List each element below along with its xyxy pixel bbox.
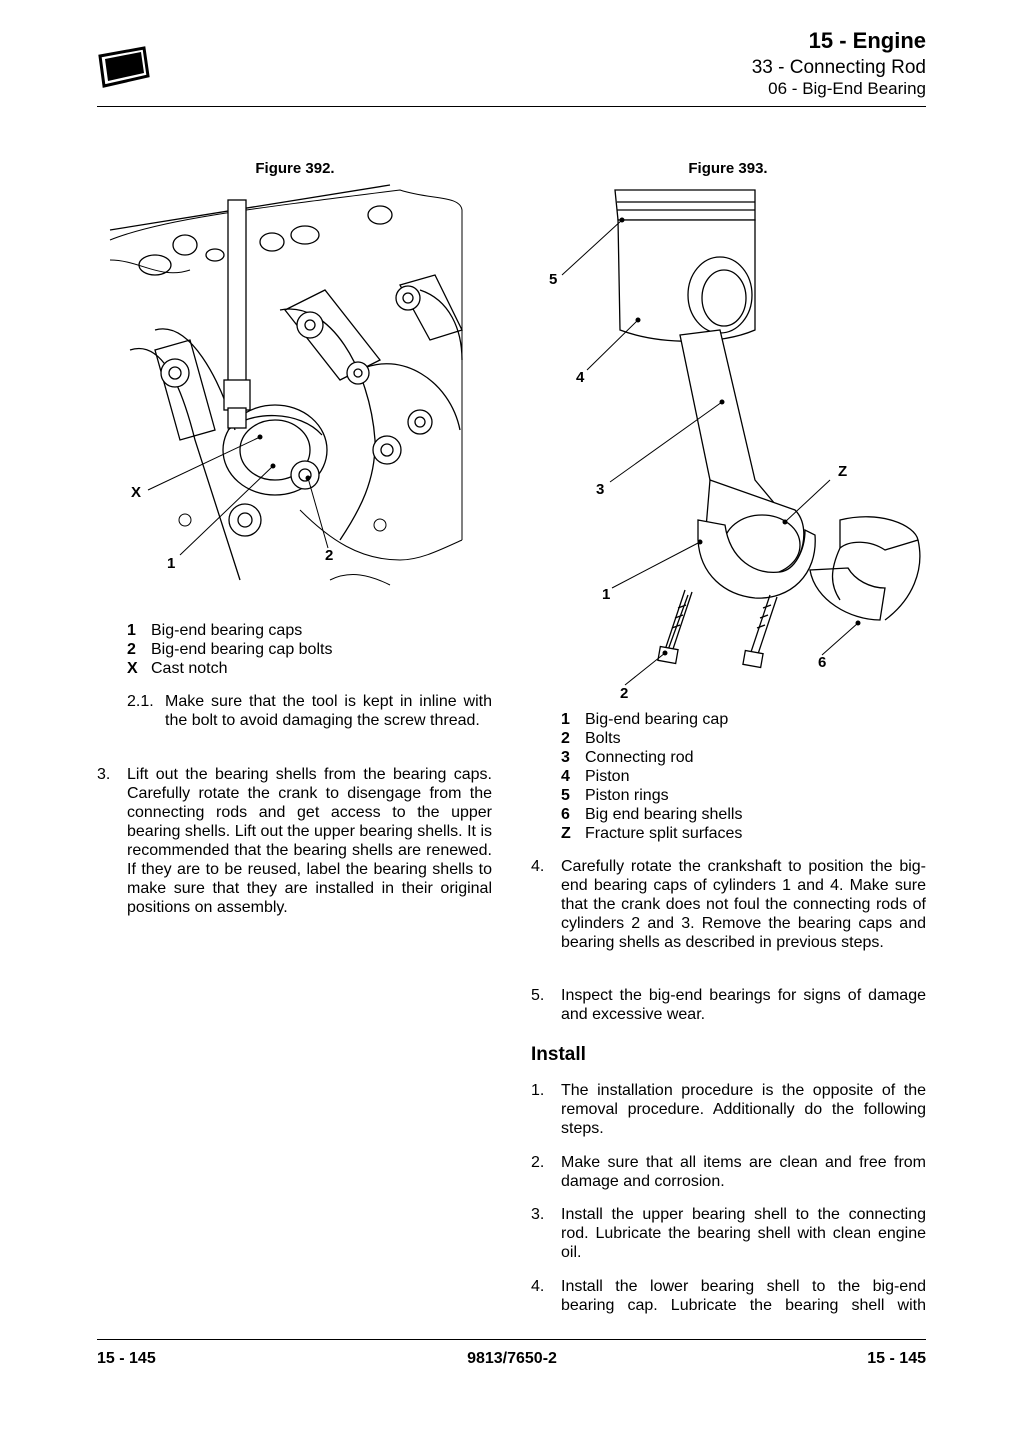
step-2-1: 2.1. Make sure that the tool is kept in … [127, 693, 492, 729]
figure-393-callout-3: 3 [596, 481, 605, 498]
step-4: 4. Carefully rotate the crankshaft to po… [531, 858, 926, 951]
header-rule [97, 106, 926, 107]
figure-392-illustration [109, 184, 463, 586]
footer-page-left: 15 - 145 [97, 1350, 156, 1367]
figure-393-callout-2: 2 [620, 685, 629, 702]
step-5: 5. Inspect the big-end bearings for sign… [531, 987, 926, 1023]
install-step-1: 1. The installation procedure is the opp… [531, 1082, 926, 1137]
subsection-title: 33 - Connecting Rod [751, 57, 926, 78]
figure-393-caption: Figure 393. [688, 160, 768, 177]
footer-doc-number: 9813/7650-2 [467, 1350, 557, 1367]
figure-393-callout-1: 1 [602, 586, 611, 603]
figure-393-callout-6: 6 [818, 654, 827, 671]
figure-392-caption: Figure 392. [255, 160, 335, 177]
install-step-4: 4. Install the lower bearing shell to th… [531, 1278, 926, 1314]
footer-rule [97, 1339, 926, 1340]
install-step-2: 2. Make sure that all items are clean an… [531, 1154, 926, 1190]
figure-392-callout-2: 2 [325, 547, 334, 564]
figure-393-callout-4: 4 [576, 369, 585, 386]
footer-page-right: 15 - 145 [867, 1350, 926, 1367]
step-3: 3. Lift out the bearing shells from the … [97, 766, 492, 916]
install-step-3: 3. Install the upper bearing shell to th… [531, 1206, 926, 1261]
jcb-logo [98, 46, 150, 88]
figure-392-callout-x: X [131, 484, 142, 501]
figure-393-illustration [561, 189, 921, 686]
figure-393-callout-5: 5 [549, 271, 558, 288]
topic-title: 06 - Big-End Bearing [768, 79, 926, 98]
install-heading: Install [531, 1044, 586, 1065]
figure-392-callout-1: 1 [167, 555, 176, 572]
figure-393-callout-z: Z [838, 463, 848, 480]
section-title: 15 - Engine [808, 28, 926, 53]
